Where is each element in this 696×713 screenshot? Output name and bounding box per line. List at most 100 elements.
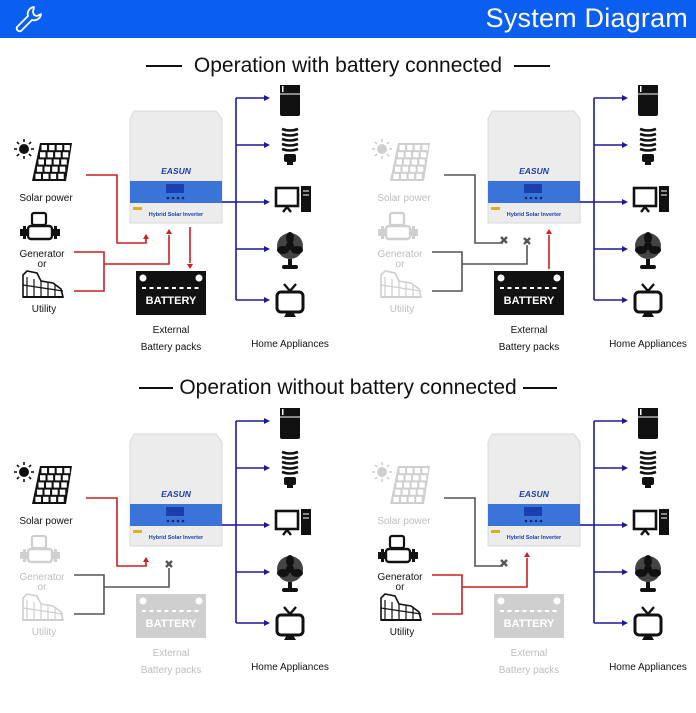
arrow-head [622,199,628,205]
arrow-head [622,95,628,101]
blocked-x-icon [165,560,173,568]
arrow-head [143,234,149,239]
lcd-screen [524,507,542,516]
grid-merge-line [74,574,105,615]
fan-icon [277,555,303,592]
grid-link-line [462,558,528,588]
battery-label: BATTERY [146,618,197,630]
light-bulb-icon [281,450,299,488]
generator-icon [20,534,60,564]
inverter-brand-logo: EASUN [519,489,550,499]
inverter-brand-logo: EASUN [161,489,192,499]
source-label-generator: Generator [377,249,423,260]
appliances-label: Home Appliances [609,339,687,350]
sun-icon [372,462,392,482]
arrow-head [622,246,628,252]
lcd-screen [166,184,184,193]
arrow-head [524,552,530,557]
title-dash [514,65,551,68]
battery-label: BATTERY [504,295,555,307]
refrigerator-icon [638,82,658,116]
source-label-or: or [38,259,48,270]
inverter-brand-logo: EASUN [519,166,550,176]
light-bulb-icon [639,127,657,165]
appliances-label: Home Appliances [251,662,329,673]
source-label-generator: Generator [19,572,65,583]
source-label-generator: Generator [19,249,65,260]
arrow-head [264,569,270,575]
fan-icon [635,555,661,592]
blocked-x-icon [500,236,508,244]
battery-icon: BATTERY [136,271,206,315]
source-label-or: or [38,582,48,593]
grid-link-line [104,568,170,588]
battery-caption: External [153,648,190,659]
sun-icon [372,139,392,159]
fan-icon [635,232,661,269]
refrigerator-icon [280,82,300,116]
fan-icon [277,232,303,269]
battery-caption: External [153,325,190,336]
solar-panel-icon [32,466,72,504]
arrow-head [546,229,552,234]
sun-icon [14,139,34,159]
battery-caption: Battery packs [141,342,202,353]
wrench-icon [15,6,42,33]
grid-merge-line [432,251,463,292]
source-label-solar: Solar power [19,193,73,204]
source-label-or: or [396,582,406,593]
generator-icon [20,211,60,241]
blocked-x-icon [500,559,508,567]
solar-panel-icon [32,143,72,181]
blocked-x-icon [523,237,531,245]
battery-caption: Battery packs [141,665,202,676]
source-label-or: or [396,259,406,270]
section-title-without-battery: Operation without battery connected [0,376,696,400]
inverter-unit: EASUN Hybrid Solar Inverter [129,110,223,224]
section-title-with-battery: Operation with battery connected [0,54,696,78]
grid-merge-line [432,574,463,615]
inverter-brand-logo: EASUN [161,166,192,176]
arrow-head [187,264,193,269]
inverter-label: Hybrid Solar Inverter [507,212,562,218]
title-dash [145,65,182,68]
inverter-label: Hybrid Solar Inverter [149,535,204,541]
inverter-label: Hybrid Solar Inverter [149,212,204,218]
grid-link-line [462,245,528,265]
appliances-label: Home Appliances [609,662,687,673]
battery-caption: External [511,648,548,659]
tv-icon [633,283,663,317]
diagram-svg: Solar powerGeneratororUtilityEASUNHybrid… [14,405,329,676]
refrigerator-icon [638,405,658,439]
inverter-unit: EASUN Hybrid Solar Inverter [129,433,223,547]
sun-icon [14,462,34,482]
tv-icon [633,606,663,640]
utility-tower-icon [380,270,423,298]
arrow-head [264,297,270,303]
solar-panel-icon [390,143,430,181]
source-label-solar: Solar power [377,516,431,527]
battery-label: BATTERY [504,618,555,630]
arrow-head [166,229,172,234]
title-dash [522,387,557,390]
header-title: System Diagram [485,3,688,33]
title-dash [139,387,174,390]
battery-label: BATTERY [146,295,197,307]
arrow-head [143,557,149,562]
arrow-head [264,418,270,424]
solar-link-line [86,497,147,567]
utility-tower-icon [380,593,423,621]
battery-icon: BATTERY [136,594,206,638]
arrow-head [264,95,270,101]
computer-icon [274,509,311,536]
arrow-head [622,465,628,471]
computer-icon [274,186,311,213]
utility-tower-icon [22,593,65,621]
utility-tower-icon [22,270,65,298]
source-label-utility: Utility [390,627,414,638]
arrow-head [622,620,628,626]
